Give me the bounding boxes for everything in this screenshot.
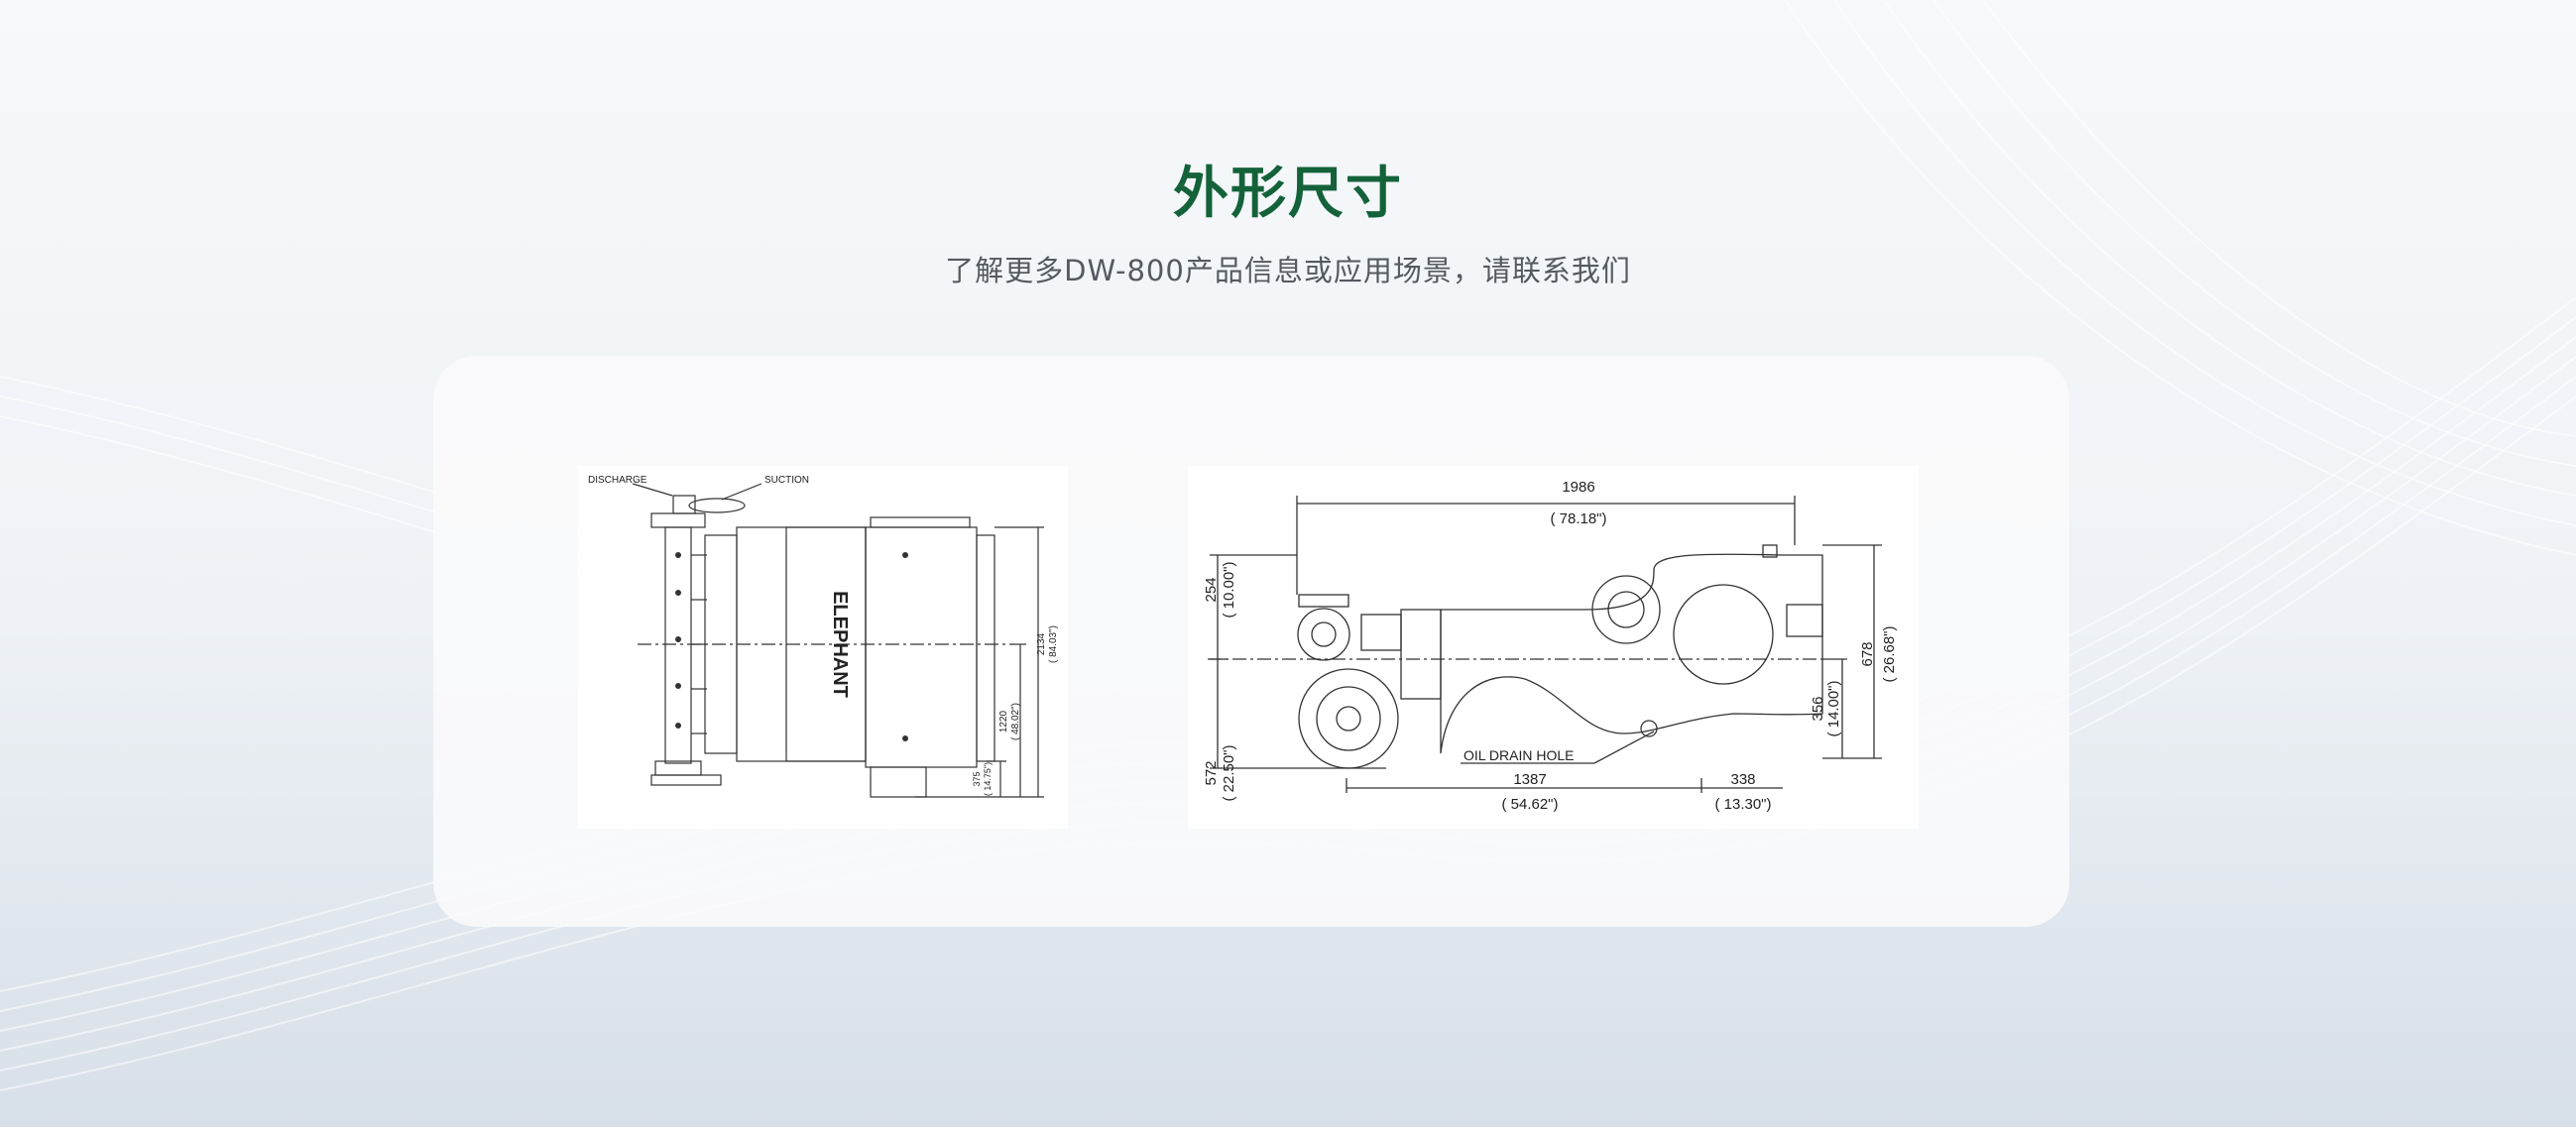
dim-254: 254 [1203, 577, 1220, 602]
page-subtitle: 了解更多DW-800产品信息或应用场景，请联系我们 [945, 254, 1631, 287]
label-oil-drain-hole: OIL DRAIN HOLE [1464, 747, 1575, 763]
dim-375: 375 [972, 771, 982, 786]
side-view-drawing: DISCHARGE SUCTION ELEPHANT 2134 ( 84.03"… [578, 466, 1068, 829]
dim-356-in: ( 14.00") [1825, 680, 1842, 736]
label-suction: SUCTION [764, 475, 809, 486]
dim-1220-in: ( 48.02") [1010, 703, 1021, 740]
dim-1387-in: ( 54.62") [1501, 796, 1558, 813]
dim-678-in: ( 26.68") [1881, 625, 1898, 682]
label-discharge: DISCHARGE [588, 475, 647, 486]
brand-label: ELEPHANT [829, 591, 851, 698]
dim-375-in: ( 14.75") [983, 762, 993, 796]
dim-338: 338 [1730, 771, 1755, 788]
front-view-drawing: 1986 ( 78.18") 254 ( 10.00") 572 ( 22.50… [1188, 466, 1919, 829]
dim-572-in: ( 22.50") [1221, 744, 1237, 801]
dim-2134-in: ( 84.03") [1048, 625, 1059, 663]
dim-1220: 1220 [998, 710, 1009, 733]
dim-2134: 2134 [1036, 632, 1047, 655]
dim-572: 572 [1203, 760, 1220, 785]
dim-678: 678 [1859, 641, 1876, 666]
dim-1986-in: ( 78.18") [1550, 510, 1606, 527]
dim-254-in: ( 10.00") [1221, 561, 1237, 618]
dim-1387: 1387 [1513, 771, 1546, 788]
dim-338-in: ( 13.30") [1714, 796, 1771, 813]
page-title: 外形尺寸 [1173, 162, 1403, 226]
dim-1986: 1986 [1562, 479, 1594, 496]
dim-356: 356 [1810, 696, 1826, 721]
